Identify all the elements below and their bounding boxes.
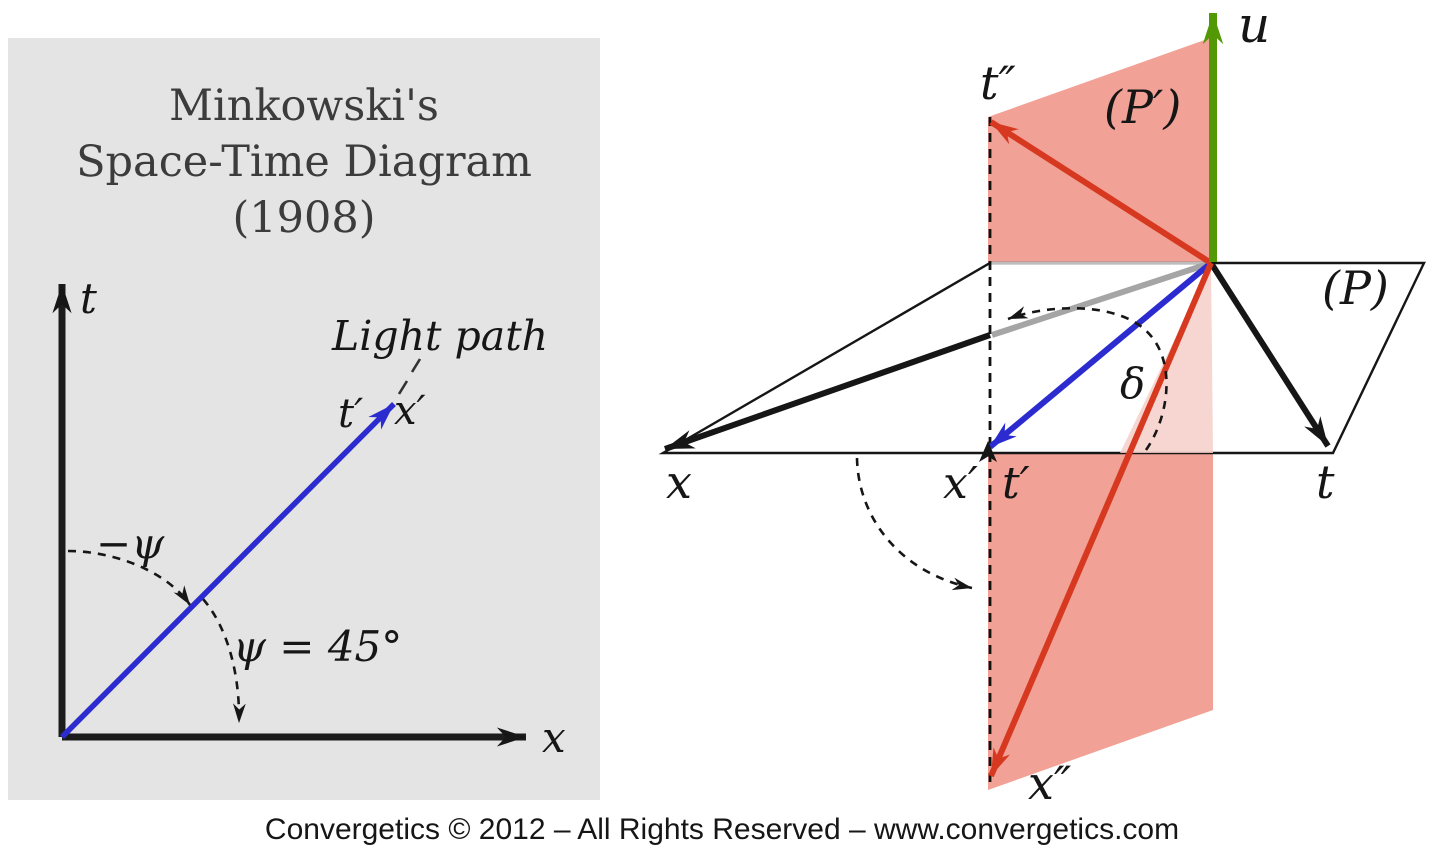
- x-double-prime-label: x″: [1028, 756, 1071, 810]
- red-plane-lower: [988, 453, 1213, 790]
- delta-label: δ: [1120, 359, 1145, 408]
- x-axis-arrow-3d: [664, 332, 991, 452]
- light-path-label: Light path: [331, 312, 548, 360]
- right-panel: u t″ (P′) (P) x x′ t′ t δ x″: [658, 0, 1426, 810]
- t-prime-arrowhead-3d: [979, 441, 997, 462]
- x-double-prime-axis-arrow: [988, 261, 1214, 778]
- diagram-title-line2: Space-Time Diagram: [76, 137, 532, 187]
- x-axis-label-3d: x: [666, 455, 692, 509]
- minus-psi-label: −ψ: [96, 519, 165, 568]
- minus-psi-rotation-arc: [67, 549, 192, 606]
- u-axis-label: u: [1238, 0, 1270, 54]
- t-double-prime-label: t″: [980, 56, 1016, 110]
- t-prime-label: t′: [338, 391, 363, 437]
- x-axis-label: x: [542, 713, 566, 762]
- footer-credit: Convergetics © 2012 – All Rights Reserve…: [265, 813, 1179, 846]
- t-axis-label-3d: t: [1316, 455, 1335, 509]
- delta-rotation-arc: [1007, 306, 1168, 451]
- x-axis-hidden-segment: [991, 260, 1212, 338]
- red-plane-upper: [988, 37, 1213, 263]
- t-axis-label: t: [80, 274, 97, 323]
- x-prime-label: x′: [394, 388, 426, 434]
- white-plane-p: [658, 261, 1426, 455]
- left-panel-background: [8, 38, 600, 800]
- plane-p-label: (P): [1322, 261, 1389, 315]
- light-path-leader-dashes: [397, 358, 422, 395]
- x-prime-label-3d: x′: [943, 458, 978, 509]
- plane-p-prime-label: (P′): [1104, 80, 1181, 134]
- left-panel: Minkowski's Space-Time Diagram (1908) t …: [8, 38, 600, 800]
- t-axis-arrow-3d: [1208, 261, 1331, 448]
- lower-rotation-arc: [855, 457, 973, 591]
- x-prime-axis-arrow-3d: [988, 260, 1213, 450]
- t-double-prime-axis-arrow: [989, 119, 1213, 266]
- diagram-title-line1: Minkowski's: [169, 81, 439, 131]
- psi-rotation-arc: [202, 598, 246, 724]
- diagram-title-line3: (1908): [233, 193, 376, 243]
- light-path-arrow: [60, 402, 396, 739]
- t-prime-label-3d: t′: [1002, 458, 1030, 509]
- psi-value-label: ψ = 45°: [233, 622, 402, 671]
